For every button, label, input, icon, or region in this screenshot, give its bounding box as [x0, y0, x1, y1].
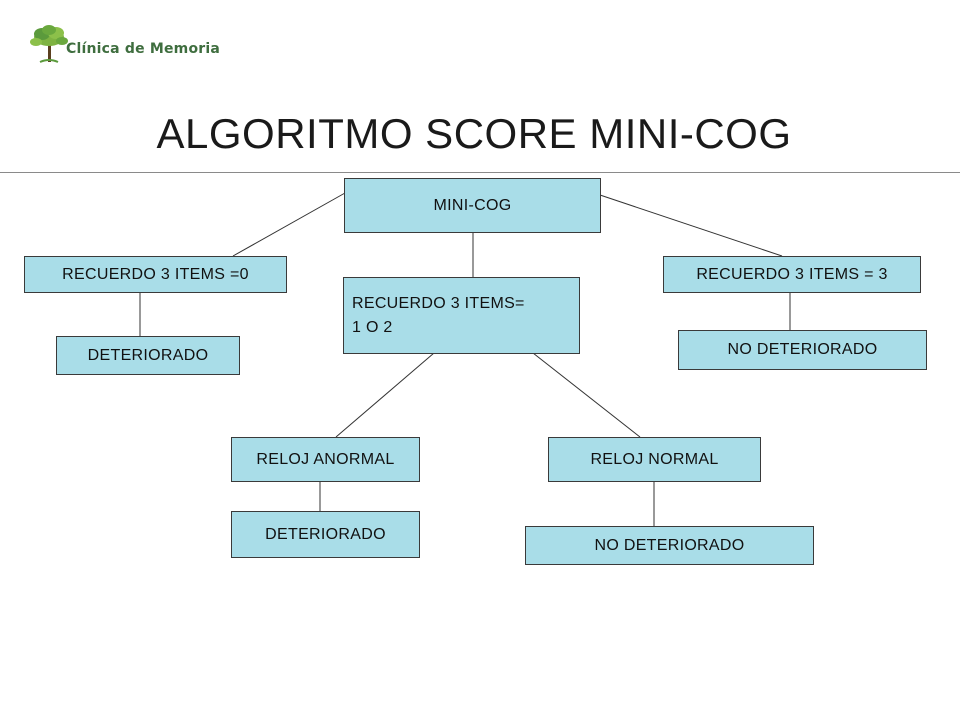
node-recall-zero-result-label: DETERIORADO — [87, 346, 209, 364]
node-clock-normal-result: NO DETERIORADO — [525, 526, 814, 565]
node-clock-abnormal-label: RELOJ ANORMAL — [256, 450, 395, 468]
connector-root-to-recall-zero — [232, 192, 346, 257]
node-clock-normal-result-label: NO DETERIORADO — [594, 536, 745, 554]
node-clock-abnormal: RELOJ ANORMAL — [231, 437, 420, 482]
node-mini-cog-label: MINI-COG — [433, 196, 512, 214]
node-clock-abnormal-result-label: DETERIORADO — [265, 525, 386, 543]
tree-icon — [30, 25, 68, 63]
node-clock-normal: RELOJ NORMAL — [548, 437, 761, 482]
connector-recall-mid-to-clock-abnormal — [335, 352, 435, 438]
node-recall-three-result: NO DETERIORADO — [678, 330, 927, 370]
node-recall-mid-line2: 1 O 2 — [352, 318, 393, 336]
page-title: ALGORITMO SCORE MINI-COG — [156, 110, 792, 157]
connector-recall-mid-to-clock-normal — [532, 352, 641, 438]
node-mini-cog: MINI-COG — [344, 178, 601, 233]
connector-root-to-recall-three — [599, 194, 783, 257]
node-recall-zero-label: RECUERDO 3 ITEMS =0 — [62, 265, 249, 283]
node-recall-three-result-label: NO DETERIORADO — [727, 341, 878, 358]
node-clock-normal-label: RELOJ NORMAL — [590, 450, 719, 468]
clinic-logo — [30, 25, 68, 63]
node-clock-abnormal-result: DETERIORADO — [231, 511, 420, 558]
node-recall-zero: RECUERDO 3 ITEMS =0 — [24, 256, 287, 293]
node-recall-zero-result: DETERIORADO — [56, 336, 240, 375]
node-recall-three: RECUERDO 3 ITEMS = 3 — [663, 256, 921, 293]
title-divider — [0, 172, 960, 173]
logo-text: Clínica de Memoria — [66, 41, 221, 57]
node-recall-mid-line1: RECUERDO 3 ITEMS= — [352, 294, 525, 312]
node-recall-three-label: RECUERDO 3 ITEMS = 3 — [696, 265, 888, 283]
node-recall-mid: RECUERDO 3 ITEMS= 1 O 2 — [343, 277, 580, 354]
